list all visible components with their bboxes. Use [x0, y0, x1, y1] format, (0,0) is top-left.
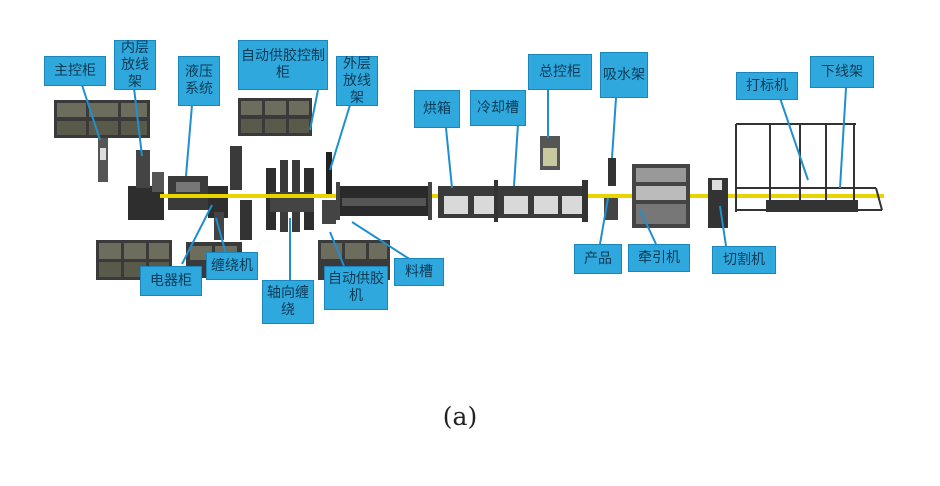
- label-end-control-cabinet: 总控柜: [528, 54, 592, 90]
- label-oven: 烘箱: [414, 90, 460, 128]
- label-cutter: 打标机: [736, 72, 798, 100]
- main-control-cabinet-unit: [54, 100, 150, 138]
- payoff-machinery: [128, 146, 252, 240]
- leader-lines: [81, 84, 847, 280]
- label-product: 产品: [574, 244, 622, 274]
- cutting-unit: [708, 178, 728, 228]
- label-suction-water-stand: 吸水架: [600, 52, 648, 98]
- auto-supply-control-cabinet-unit: [238, 98, 312, 136]
- traction-machine-unit: [632, 164, 690, 228]
- label-cooling-tank: 冷却槽: [470, 90, 526, 126]
- figure-caption: (a): [442, 402, 478, 431]
- label-axial-winding: 轴向缠绕: [262, 280, 314, 324]
- label-material-tank: 料槽: [394, 258, 444, 286]
- suction-water-unit: [608, 158, 616, 186]
- cooling-tank-unit: [438, 180, 588, 222]
- label-auto-supply-control-cabinet: 自动供胶控制柜: [238, 40, 328, 90]
- label-winding-machine: 缠绕机: [206, 252, 258, 280]
- label-traction-machine: 牵引机: [628, 244, 690, 272]
- label-main-control-cabinet: 主控柜: [44, 56, 106, 86]
- label-auto-supply-machine: 自动供胶机: [324, 266, 388, 310]
- oven-unit: [336, 182, 432, 220]
- label-inner-layer-payoff-stand: 内层放线架: [114, 40, 156, 90]
- outer-payoff-post: [326, 152, 332, 198]
- label-cutting-cabinet: 切割机: [712, 246, 776, 274]
- label-bottom-cabinet: 电器柜: [140, 266, 202, 296]
- label-take-down-frame: 下线架: [810, 56, 874, 88]
- label-hydraulic-pressure: 液压系统: [178, 56, 220, 106]
- take-down-frame-unit: [735, 123, 883, 212]
- label-outer-layer-payoff-stand: 外层放线架: [336, 56, 378, 106]
